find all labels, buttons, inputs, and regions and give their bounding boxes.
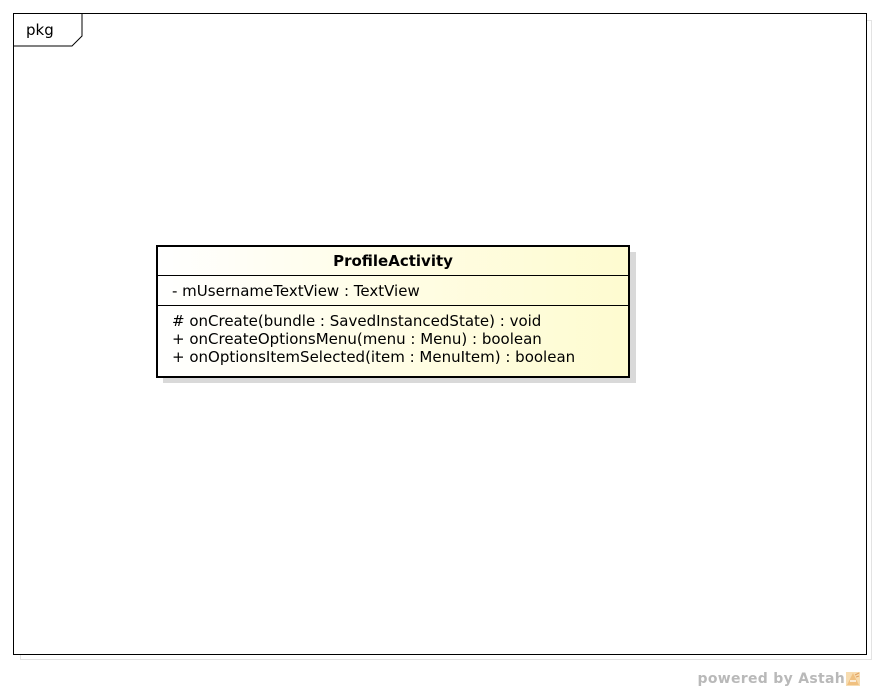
class-box-profile-activity[interactable]: ProfileActivity - mUsernameTextView : Te… [156, 245, 630, 378]
astah-logo-icon [846, 672, 860, 686]
package-tab: pkg [14, 14, 84, 48]
operation-item: + onCreateOptionsMenu(menu : Menu) : boo… [172, 330, 542, 348]
attributes-compartment: - mUsernameTextView : TextView [158, 276, 628, 306]
class-name: ProfileActivity [333, 252, 453, 270]
powered-by-text: powered by Astah [697, 671, 845, 687]
operation-item: # onCreate(bundle : SavedInstancedState)… [172, 312, 542, 330]
package-label: pkg [26, 21, 54, 39]
operation-item: + onOptionsItemSelected(item : MenuItem)… [172, 348, 576, 366]
class-name-compartment: ProfileActivity [158, 247, 628, 276]
package-frame[interactable]: pkg [13, 13, 867, 655]
operations-compartment: # onCreate(bundle : SavedInstancedState)… [158, 306, 628, 366]
powered-by-footer: powered by Astah [698, 670, 860, 688]
attribute-item: - mUsernameTextView : TextView [172, 282, 420, 300]
package-tab-outline [14, 14, 83, 47]
